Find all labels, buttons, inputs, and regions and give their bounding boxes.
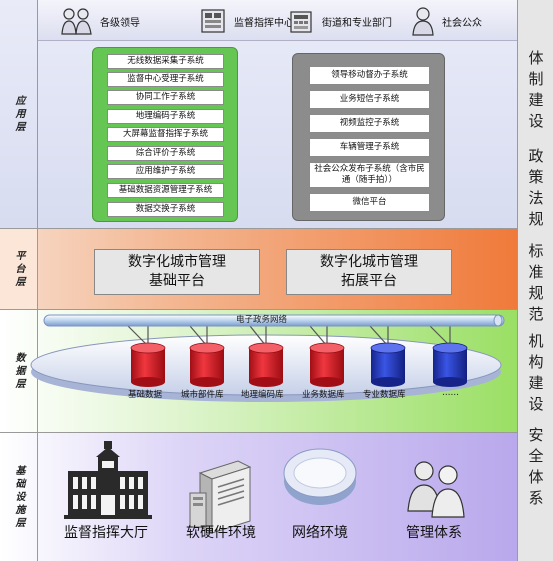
infrastructure-layer-label: 基础设施层 [0,433,38,561]
network-disc-icon [283,448,357,505]
database-label-6: …… [442,388,459,398]
server-icon [189,460,252,534]
database-cylinder-6 [432,342,468,387]
right-item-3: 标准规范 [526,243,545,327]
subsystem-item: 数据交换子系统 [107,202,224,217]
core-subsystems-panel: 无线数据采集子系统 监督中心受理子系统 协同工作子系统 地理编码子系统 大屏幕监… [92,47,238,222]
user-departments: 街道和专业部门 [286,6,392,36]
infra-label-hall: 监督指挥大厅 [64,525,148,541]
application-layer-label: 应用层 [0,0,38,228]
infrastructure-icons [64,441,465,534]
people-group-icon [407,461,465,518]
data-layer-graphics [30,314,505,402]
database-cylinder-1 [130,342,166,387]
subsystem-item: 车辆管理子系统 [309,138,430,157]
platform-layer-label: 平台层 [0,229,38,309]
platform-layer: 平台层 数字化城市管理 基础平台 数字化城市管理 拓展平台 [0,229,517,310]
base-platform-line2: 基础平台 [149,273,205,289]
user-leaders: 各级领导 [60,6,140,36]
departments-icon [290,11,312,33]
user-departments-label: 街道和专业部门 [322,17,392,29]
database-label-1: 基础数据 [128,390,163,400]
extended-subsystems-panel: 领导移动督办子系统 业务短信子系统 视频监控子系统 车辆管理子系统 社会公众发布… [292,53,445,221]
users-strip: 各级领导 监督指挥中心 [38,0,517,41]
subsystem-item: 大屏幕监督指挥子系统 [107,127,224,142]
support-systems-column: 体制建设 政策法规 标准规范 机构建设 安全体系 [517,0,553,561]
subsystem-item: 应用维护子系统 [107,164,224,179]
user-command-center: 监督指挥中心 [198,6,294,36]
database-cylinder-5 [370,342,406,387]
infra-label-network: 网络环境 [292,525,348,541]
subsystem-item: 监督中心受理子系统 [107,72,224,87]
subsystem-item: 领导移动督办子系统 [309,66,430,85]
right-item-5: 安全体系 [526,427,545,511]
command-center-icon [201,9,225,33]
subsystem-item: 无线数据采集子系统 [107,54,224,69]
subsystem-item: 协同工作子系统 [107,90,224,105]
infrastructure-layer: 基础设施层 [0,433,517,561]
base-platform-line1: 数字化城市管理 [128,254,226,270]
user-public: 社会公众 [410,6,482,36]
right-item-1: 体制建设 [526,50,545,134]
public-icon [412,7,434,36]
extended-platform-box: 数字化城市管理 拓展平台 [286,249,452,295]
data-layer: 数据层 [0,310,517,433]
database-label-2: 城市部件库 [181,390,224,400]
database-cylinder-3 [248,342,284,387]
infra-label-management: 管理体系 [406,525,462,541]
extended-platform-line2: 拓展平台 [341,273,397,289]
subsystem-item: 社会公众发布子系统（含市民通（随手拍）） [309,162,430,188]
user-public-label: 社会公众 [442,17,482,29]
application-layer: 应用层 各级领导 监督指挥中心 [0,0,517,229]
database-label-3: 地理编码库 [241,390,284,400]
hall-building-icon [64,441,152,519]
subsystem-item: 业务短信子系统 [309,90,430,109]
leaders-icon [61,8,92,35]
subsystem-item: 地理编码子系统 [107,109,224,124]
database-label-4: 业务数据库 [302,390,345,400]
user-leaders-label: 各级领导 [100,17,140,29]
base-platform-box: 数字化城市管理 基础平台 [94,249,260,295]
subsystem-item: 视频监控子系统 [309,114,430,133]
database-cylinder-2 [189,342,225,387]
right-item-2: 政策法规 [526,148,545,232]
network-pipe [43,314,505,327]
database-label-5: 专业数据库 [363,390,406,400]
database-cylinder-4 [309,342,345,387]
subsystem-item: 微信平台 [309,193,430,212]
extended-platform-line1: 数字化城市管理 [320,254,418,270]
network-label: 电子政务网络 [236,315,288,325]
subsystem-item: 基础数据资源管理子系统 [107,183,224,198]
right-item-4: 机构建设 [526,333,545,417]
infra-label-server: 软硬件环境 [186,525,256,541]
user-command-center-label: 监督指挥中心 [234,17,294,29]
subsystem-item: 综合评价子系统 [107,146,224,161]
